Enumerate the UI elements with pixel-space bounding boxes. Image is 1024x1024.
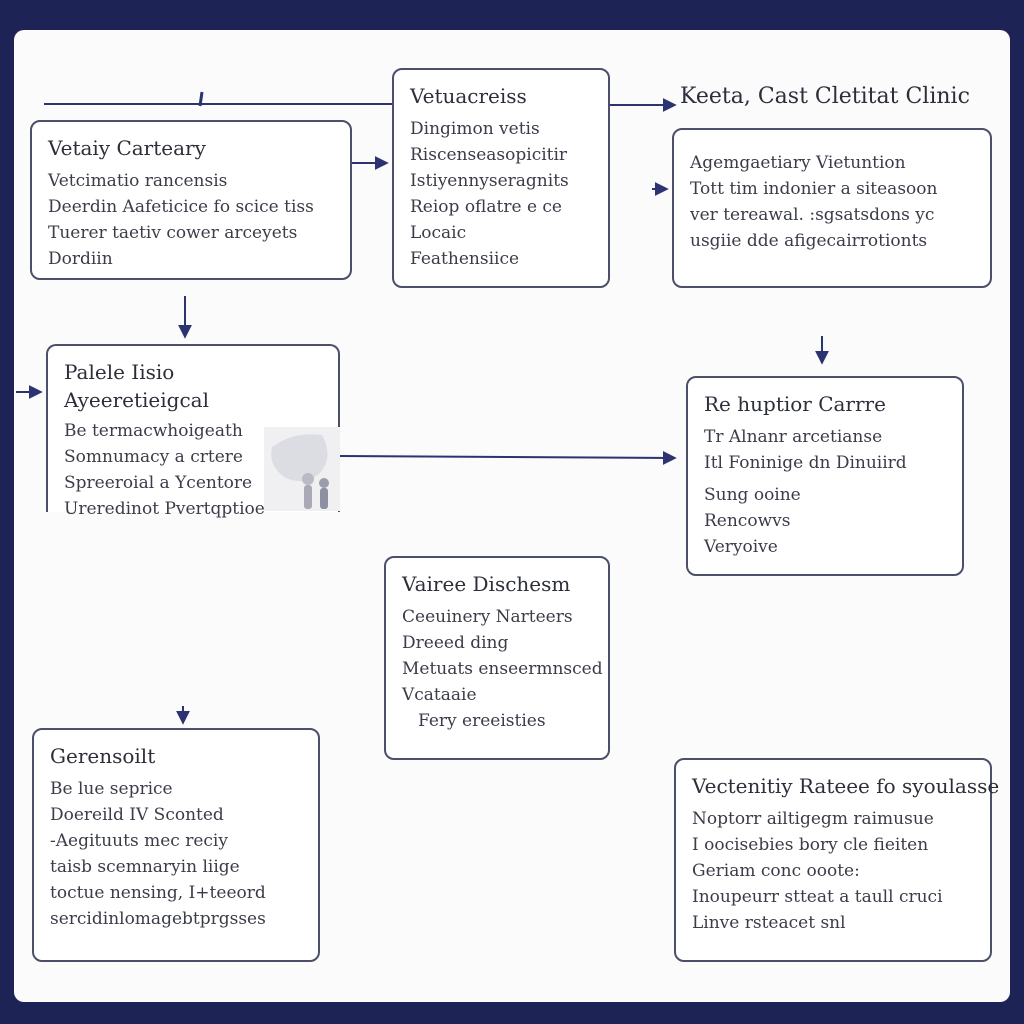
box-line: sercidinlomagebtprgsses [50,909,266,929]
box-line: Noptorr ailtigegm raimusue [692,809,934,829]
box-gerensoilt: Gerensoilt Be lue seprice Doereild IV Sc… [32,728,320,962]
box-line: Be termacwhoigeath [64,421,243,441]
arrow-box4-box5 [339,450,677,465]
box-line: Tott tim indonier a siteasoon [690,179,938,199]
box-line: toctue nensing, I+teeord [50,883,266,903]
box-line: usgiie dde afigecairrotionts [690,231,928,251]
box-title: Vetaiy Carteary [48,136,206,160]
box-vetuacreiss: Vetuacreiss Dingimon vetis Riscenseasopi… [392,68,610,288]
box-line: Istiyennyseragnits [410,171,569,191]
box-line: Vcataaie [402,685,477,705]
box-line: Reiop oflatre e ce [410,197,562,217]
box-line: Linve rsteacet snl [692,913,846,933]
box-title: Vetuacreiss [410,84,527,108]
box-line: I oocisebies bory cle fieiten [692,835,929,855]
box-line: Metuats enseermnsced [402,659,603,679]
box-line: Ceeuinery Narteers [402,607,573,627]
box-line: Dingimon vetis [410,119,540,139]
box-line: Vetcimatio rancensis [48,171,228,191]
box-title: Vairee Dischesm [402,572,571,596]
box-line: Dreeed ding [402,633,509,653]
box-title: Re huptior Carrre [704,392,886,416]
box-line: Ureredinot Pvertqptioe [64,499,265,519]
box-line: Sung ooine [704,485,801,505]
box-line: Rencowvs [704,511,791,531]
box-line: taisb scemnaryin liige [50,857,240,877]
box-title: Gerensoilt [50,744,156,768]
box-vairee-dischesm: Vairee Dischesm Ceeuinery Narteers Dreee… [384,556,610,760]
box-line: Fery ereeisties [418,711,546,731]
box-line: Veryoive [704,537,778,557]
box-line: ver tereawal. :sgsatsdons yc [690,205,935,225]
box-line: Somnumacy a crtere [64,447,243,467]
box-re-huptior-carrre: Re huptior Carrre Tr Alnanr arcetianse I… [686,376,964,576]
box-line: Itl Foninige dn Dinuiird [704,453,907,473]
box-line: Agemgaetiary Vietuntion [690,153,906,173]
box-line: Inoupeurr stteat a taull cruci [692,887,943,907]
box-agemgaetiary: Agemgaetiary Vietuntion Tott tim indonie… [672,128,992,288]
box-line: Dordiin [48,249,113,269]
box-line: Tuerer taetiv cower arceyets [48,223,298,243]
box-line: Feathensiice [410,249,520,269]
pet-owner-illustration [264,427,340,511]
box-line: -Aegituuts mec reciy [50,831,228,851]
box-line: Locaic [410,223,467,243]
box-line: Tr Alnanr arcetianse [704,427,883,447]
connector-top-tick [198,91,204,107]
diagram-header-label: Keeta, Cast Cletitat Clinic [680,84,970,109]
box-line: Geriam conc ooote: [692,861,860,881]
box-vectenitiy-rateee: Vectenitiy Rateee fo syoulasse Noptorr a… [674,758,1000,962]
box-line: Doereild IV Sconted [50,805,224,825]
box-line: Be lue seprice [50,779,173,799]
box-title: Palele Iisio [64,360,175,384]
diagram-canvas: Keeta, Cast Cletitat Clinic Vetaiy Carte… [14,30,1010,1002]
box-line: Deerdin Aafeticice fo scice tiss [48,197,314,217]
box-line: Riscenseasopicitir [410,145,568,165]
box-title: Vectenitiy Rateee fo syoulasse [692,774,1000,798]
box-line: Spreeroial a Ycentore [64,473,253,493]
box-vetaiy-carteary: Vetaiy Carteary Vetcimatio rancensis Dee… [30,120,352,280]
box-subtitle: Ayeeretieigcal [64,388,209,412]
